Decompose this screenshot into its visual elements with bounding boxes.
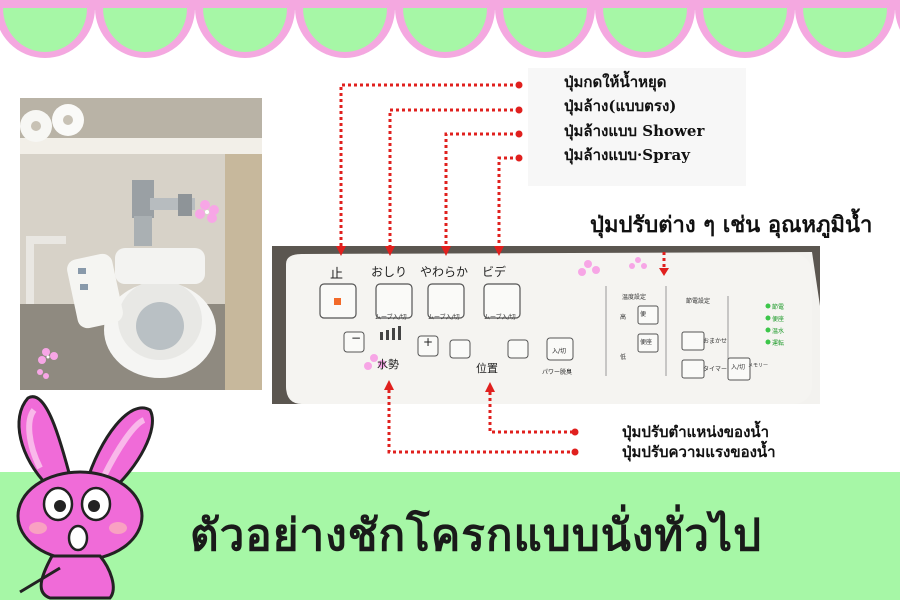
control-panel: [272, 246, 820, 404]
panel-label-power: パワー脱臭: [542, 369, 573, 376]
scallop-inner: [503, 8, 587, 52]
panel-sub-bide: ムーブ入/切: [484, 314, 516, 321]
scallop-inner: [303, 8, 387, 52]
scallop-inner: [3, 8, 87, 52]
label-temperature: ปุ่มปรับต่าง ๆ เช่น อุณหภูมิน้ำ: [590, 213, 873, 238]
panel-label-omakase: おまかせ: [703, 338, 728, 345]
toilet-photo: [20, 98, 262, 390]
label-wash-direct: ปุ่มล้าง(แบบตรง): [564, 97, 677, 115]
panel-label-sesetsu: 節電設定: [686, 298, 711, 305]
scallop-header: [0, 0, 900, 58]
scallop-outer: [895, 8, 900, 30]
scallop-inner: [203, 8, 287, 52]
panel-label-shiyo: 便座: [640, 339, 653, 346]
label-box-top: [528, 68, 746, 186]
label-stop-water: ปุ่มกดให้น้ำหยุด: [564, 73, 667, 91]
panel-plus-button[interactable]: +: [423, 335, 434, 349]
scallop-inner: [103, 8, 187, 52]
banner-title: ตัวอย่างชักโครกแบบนั่งทั่วไป: [190, 510, 763, 561]
panel-status-2: 便座: [772, 316, 785, 323]
panel-sub-yawaraka: ムーブ入/切: [428, 314, 460, 321]
rabbit-mascot-icon: [16, 395, 154, 600]
panel-label-nyukiri2: 入/切: [731, 364, 746, 371]
scallop-inner: [603, 8, 687, 52]
label-water-pressure: ปุ่มปรับความแรงของน้ำ: [622, 443, 776, 461]
panel-status-3: 温水: [772, 328, 785, 335]
panel-label-kou: 高: [620, 314, 627, 321]
panel-sub-oshiri: ムーブ入/切: [375, 314, 407, 321]
panel-label-taimer: タイマー: [703, 366, 728, 373]
panel-label-yawaraka: やわらか: [420, 265, 469, 279]
panel-label-bide: ビデ: [482, 265, 507, 279]
panel-label-tei: 低: [620, 354, 627, 361]
label-wash-shower: ปุ่มล้างแบบ Shower: [564, 122, 705, 140]
panel-label-memo: メモリー: [748, 363, 769, 369]
scallop-inner: [403, 8, 487, 52]
panel-label-onsetsu: 温度設定: [622, 294, 647, 301]
panel-status-1: 節電: [772, 304, 785, 311]
panel-label-ichi: 位置: [476, 362, 498, 375]
panel-label-nyukiri: 入/切: [552, 348, 567, 355]
panel-label-ben: 便: [640, 311, 647, 318]
scallop-inner: [703, 8, 787, 52]
panel-status-4: 運転: [772, 340, 785, 347]
panel-label-suisei: 水勢: [377, 358, 399, 371]
label-water-position: ปุ่มปรับตำแหน่งของน้ำ: [622, 423, 770, 441]
panel-label-stop: 止: [330, 267, 344, 282]
panel-label-oshiri: おしり: [371, 265, 408, 279]
panel-minus-button[interactable]: −: [351, 331, 362, 345]
label-wash-spray: ปุ่มล้างแบบ·Spray: [564, 146, 690, 164]
title-banner: [0, 472, 900, 600]
scallop-inner: [803, 8, 887, 52]
